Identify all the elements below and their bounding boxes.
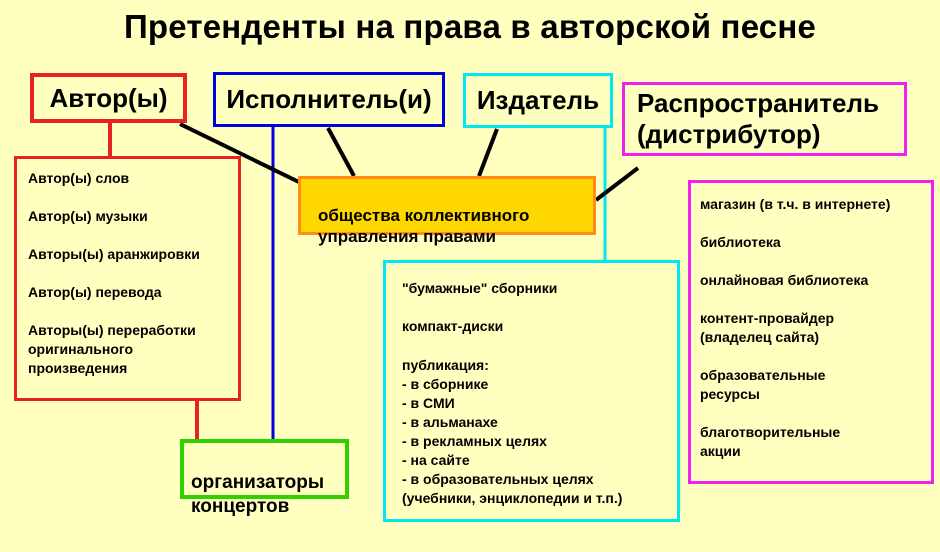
- author-list-item: Автор(ы) музыки: [28, 208, 148, 224]
- publisher-list-box: "бумажные" сборники компакт-диски публик…: [383, 260, 680, 522]
- author-list-item: Автор(ы) слов: [28, 170, 130, 186]
- distributor-list-item: контент-провайдер (владелец сайта): [700, 310, 835, 345]
- distributor-label: Распространитель (дистрибутор): [637, 88, 879, 149]
- concert-organizers-box: организаторы концертов: [180, 439, 349, 517]
- publication-item: - на сайте: [402, 452, 470, 468]
- distributor-to-society-line: [594, 166, 640, 202]
- publication-item: - в альманахе: [402, 414, 498, 430]
- distributor-list-item: онлайновая библиотека: [700, 272, 869, 288]
- concert-organizers-label: организаторы концертов: [191, 472, 325, 517]
- distributor-list-item: библиотека: [700, 234, 781, 250]
- author-to-society-line: [179, 122, 304, 186]
- distributor-list-item: магазин (в т.ч. в интернете): [700, 196, 891, 212]
- publication-item: - в сборнике: [402, 376, 489, 392]
- author-label: Автор(ы): [49, 82, 168, 113]
- publisher-to-society-line: [477, 128, 499, 177]
- publisher-list-item: "бумажные" сборники: [402, 280, 558, 296]
- author-list-item: Авторы(ы) переработки оригинального прои…: [28, 322, 196, 376]
- publication-item: (учебники, энциклопедии и т.п.): [402, 490, 623, 506]
- publication-label: публикация:: [402, 357, 489, 373]
- performer-label: Исполнитель(и): [226, 84, 432, 114]
- author-box: Автор(ы): [30, 73, 187, 123]
- publication-item: - в образовательных целях: [402, 471, 594, 487]
- author-list-item: Автор(ы) перевода: [28, 284, 162, 300]
- performer-box: Исполнитель(и): [213, 72, 445, 127]
- publisher-box: Издатель: [463, 73, 613, 128]
- collective-management-box: общества коллективного управления правам…: [298, 176, 596, 246]
- distributor-list-item: благотворительные акции: [700, 424, 841, 459]
- publication-item: - в СМИ: [402, 395, 455, 411]
- publication-item: - в рекламных целях: [402, 433, 547, 449]
- distributor-list-item: образовательные ресурсы: [700, 367, 826, 402]
- distributor-box: Распространитель (дистрибутор): [622, 82, 907, 156]
- publisher-label: Издатель: [476, 85, 600, 115]
- distributor-list-box: магазин (в т.ч. в интернете) библиотека …: [688, 180, 934, 484]
- author-list-item: Авторы(ы) аранжировки: [28, 246, 200, 262]
- author-list-box: Автор(ы) слов Автор(ы) музыки Авторы(ы) …: [14, 156, 241, 401]
- performer-to-society-line: [326, 127, 356, 177]
- publisher-list-item: компакт-диски: [402, 318, 504, 334]
- collective-management-label: общества коллективного управления правам…: [318, 206, 530, 246]
- diagram-title: Претенденты на права в авторской песне: [123, 8, 817, 45]
